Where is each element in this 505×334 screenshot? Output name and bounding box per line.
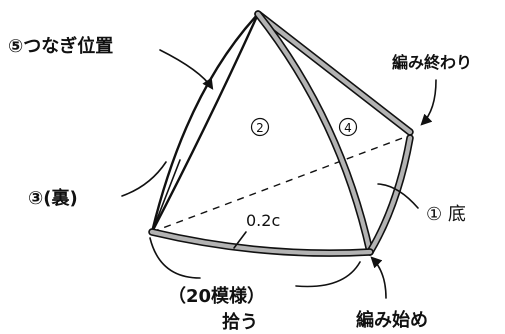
band-edge-top-right-fill [255,11,413,135]
left-front-edge [150,12,260,234]
band-edge-right-fill [367,135,413,255]
bottom-leader [377,183,419,209]
join-arrow [159,49,214,90]
hidden-edge [151,135,409,233]
start-arrow [370,256,387,299]
bottom-face-label: ① 底 [426,204,466,225]
thickness-label: 0.2c [246,211,280,230]
finish-arrow [420,79,437,126]
finish-label: 編み終わり [392,53,472,72]
pickup-label-line2: 拾う [222,311,258,333]
band-edge-center-fill [255,11,373,255]
back-leader [121,161,167,197]
face-4-label: 4 [344,121,352,135]
face-2-label: 2 [256,121,264,135]
back-face-label: ③(裏) [28,187,78,209]
band-edge-bottom-fill [149,229,373,256]
left-inner-edge [150,12,260,234]
face-4-marker: 4 [338,117,358,137]
face-2-marker: 2 [250,117,270,137]
start-label: 編み始め [356,309,428,331]
pickup-label-line1: （20模様） [168,285,265,307]
join-position-label: ⑤つなぎ位置 [8,35,113,57]
back-face-crease [151,159,181,233]
pickup-bracket [149,237,361,288]
thickness-leader [233,231,247,249]
banded-edges [148,10,414,257]
